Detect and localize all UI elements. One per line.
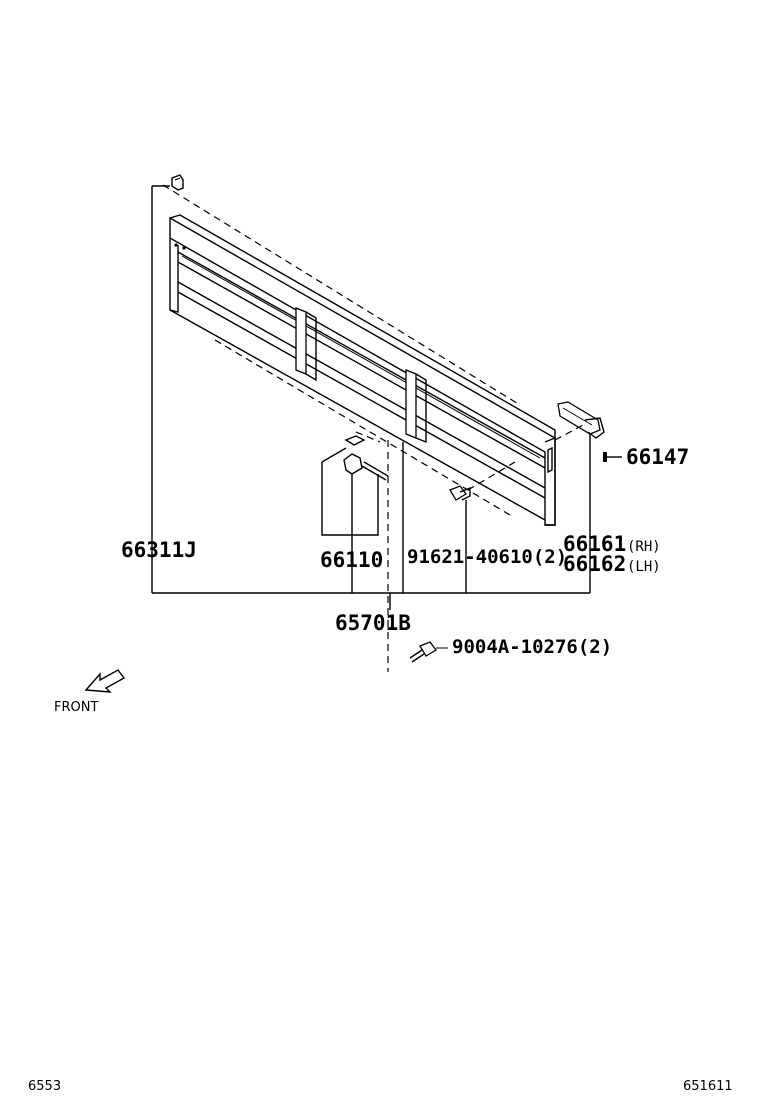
label-66311j: 66311J bbox=[121, 538, 197, 562]
label-66110: 66110 bbox=[320, 548, 383, 572]
label-66147: 66147 bbox=[626, 445, 689, 469]
label-9004a-10276: 9004A-10276(2) bbox=[452, 636, 612, 658]
label-66161-rh: (RH) bbox=[627, 539, 661, 555]
front-direction-label: FRONT bbox=[54, 700, 98, 715]
hinge-bracket-drawing bbox=[554, 401, 605, 441]
hinge-pin-drawing bbox=[343, 431, 389, 481]
lock-pin-drawing bbox=[603, 452, 607, 462]
label-65701b: 65701B bbox=[335, 611, 411, 635]
tailgate-panel-drawing bbox=[162, 184, 556, 526]
clip-part-drawing bbox=[171, 174, 184, 191]
label-66162: 66162 bbox=[563, 552, 626, 576]
label-66162-lh: (LH) bbox=[627, 559, 661, 575]
label-91621-40610: 91621-40610(2) bbox=[407, 546, 567, 568]
leader-lines bbox=[151, 185, 622, 672]
screw-drawing bbox=[409, 641, 448, 663]
footer-left-code: 6553 bbox=[28, 1079, 61, 1094]
bolt-drawing bbox=[449, 461, 516, 501]
footer-right-code: 651611 bbox=[683, 1079, 733, 1094]
arrow-front-icon bbox=[84, 669, 126, 693]
label-66161: 66161 bbox=[563, 532, 626, 556]
